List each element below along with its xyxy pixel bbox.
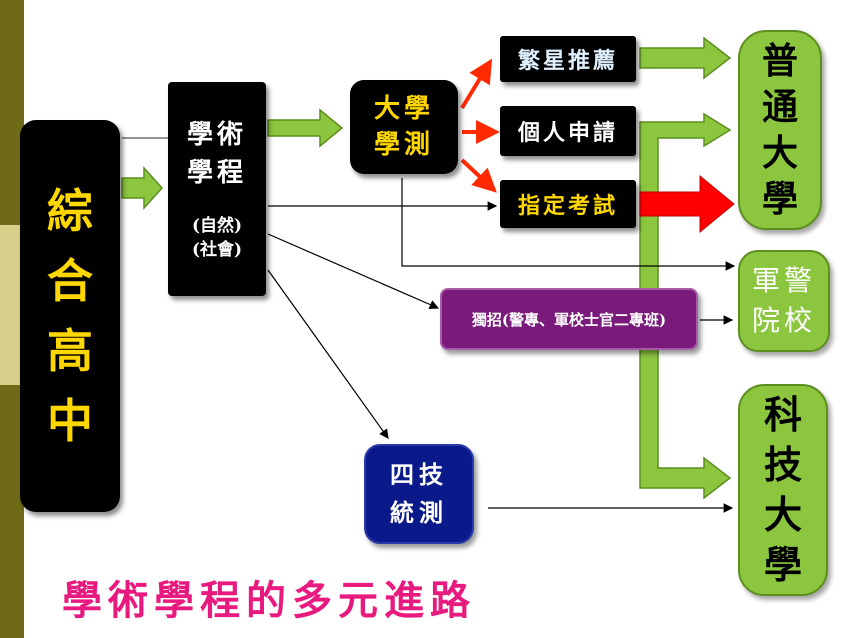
comprehensive-high-school-box: 綜 合 高 中 xyxy=(20,120,120,512)
academic-line-2: 學程 xyxy=(186,158,247,188)
general-char-2: 通 xyxy=(761,86,798,128)
left-char-1: 綜 xyxy=(47,184,93,238)
tech-char-3: 大 xyxy=(763,492,802,537)
gsat-line-2: 學測 xyxy=(373,130,434,160)
line-gsat-to-military xyxy=(401,178,736,271)
tech-char-4: 學 xyxy=(763,542,802,587)
academic-line-1: 學術 xyxy=(186,120,247,150)
tech-university-box: 科 技 大 學 xyxy=(738,384,828,596)
tvee-box: 四技 統測 xyxy=(364,444,474,544)
star-plan-label: 繁星推薦 xyxy=(517,48,618,74)
line-academic-to-tvee xyxy=(267,269,389,439)
general-university-box: 普 通 大 學 xyxy=(738,30,822,230)
designated-exam-box: 指定考試 xyxy=(500,180,636,228)
tech-char-2: 技 xyxy=(763,442,802,487)
gsat-box: 大學 學測 xyxy=(350,80,458,174)
line-academic-to-independent xyxy=(267,233,440,310)
academic-sub-2: (社會) xyxy=(191,240,243,260)
arrow-left-to-academic xyxy=(121,166,164,210)
arrow-gsat-to-star xyxy=(460,58,493,110)
tvee-line-1: 四技 xyxy=(390,460,448,489)
tech-char-1: 科 xyxy=(763,392,802,437)
general-char-1: 普 xyxy=(761,40,798,82)
personal-application-box: 個人申請 xyxy=(500,106,636,156)
tvee-line-2: 統測 xyxy=(390,498,448,527)
personal-application-label: 個人申請 xyxy=(517,120,618,146)
arrow-ast-to-general xyxy=(639,174,735,234)
academic-sub-1: (自然) xyxy=(191,216,243,236)
star-plan-box: 繁星推薦 xyxy=(500,36,636,82)
military-line-2: 院校 xyxy=(751,304,816,337)
left-char-2: 合 xyxy=(47,254,93,308)
general-char-4: 學 xyxy=(761,178,798,220)
academic-program-box: 學術 學程 (自然) (社會) xyxy=(168,82,266,296)
designated-exam-label: 指定考試 xyxy=(517,193,618,219)
arrow-gsat-to-ast xyxy=(460,158,497,193)
left-char-4: 中 xyxy=(47,394,93,448)
military-police-academy-box: 軍警 院校 xyxy=(738,250,830,352)
military-line-1: 軍警 xyxy=(751,264,816,297)
gsat-line-1: 大學 xyxy=(373,94,434,124)
general-char-3: 大 xyxy=(761,132,798,174)
left-char-3: 高 xyxy=(47,324,93,378)
arrow-star-to-general xyxy=(639,36,732,80)
independent-recruitment-box: 獨招(警專、軍校士官二專班) xyxy=(440,288,698,350)
footer-title: 學術學程的多元進路 xyxy=(62,577,476,624)
independent-recruitment-label: 獨招(警專、軍校士官二專班) xyxy=(471,310,667,329)
arrow-academic-to-gsat xyxy=(267,108,344,148)
